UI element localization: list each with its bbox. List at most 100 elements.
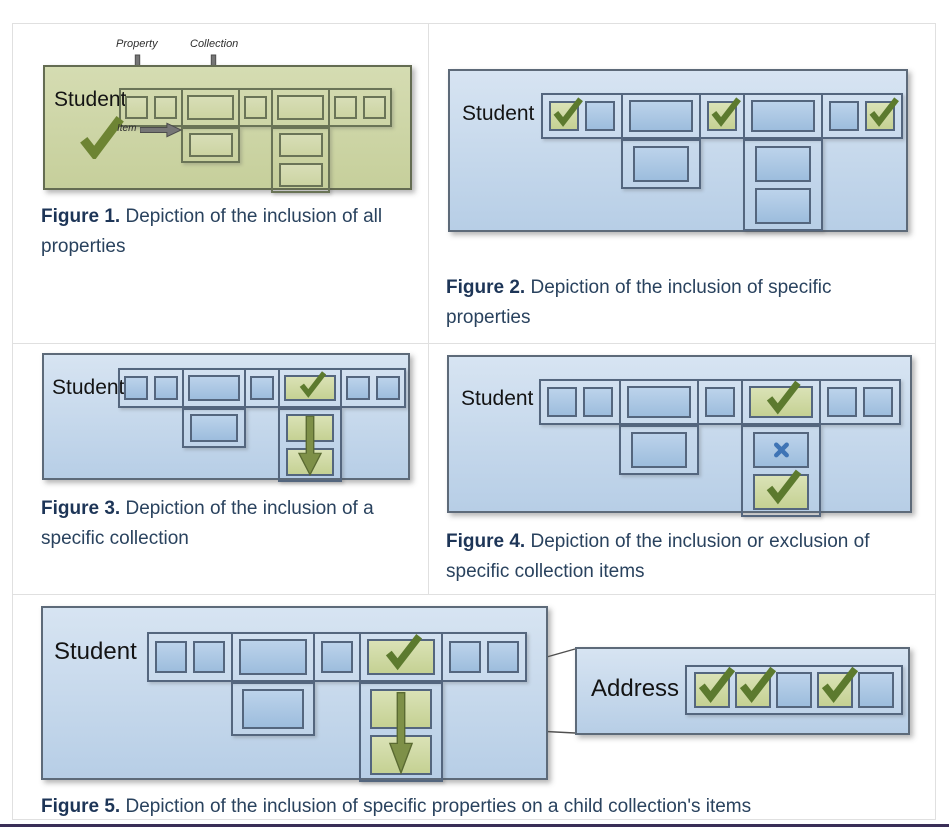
- x-icon: [773, 442, 789, 458]
- included-box: [707, 97, 741, 131]
- collection-box: [187, 95, 234, 120]
- figure-4-caption-text: Depiction of the inclusion or exclusion …: [446, 531, 870, 582]
- figure-5-caption: Figure 5. Depiction of the inclusion of …: [41, 792, 926, 822]
- property-strip: [541, 93, 903, 231]
- check-icon: [821, 666, 858, 704]
- included-box: [735, 666, 776, 708]
- property-box: [154, 96, 177, 119]
- strip-segment: [441, 634, 525, 680]
- property-strip: [539, 379, 901, 517]
- collection-box: [277, 95, 324, 120]
- figure-3-caption-text: Depiction of the inclusion of a specific…: [41, 498, 374, 549]
- property-box: [244, 96, 267, 119]
- check-icon: [739, 666, 776, 704]
- included-box: [694, 666, 735, 708]
- strip-segment: [359, 633, 443, 782]
- property-box: [321, 641, 353, 673]
- entity-name: Student: [52, 376, 125, 399]
- check-icon: [869, 97, 899, 127]
- strip-segment: [699, 95, 743, 137]
- figure-4-diagram: Student: [447, 355, 912, 517]
- property-box: [250, 376, 274, 400]
- figure-1-caption-text: Depiction of the inclusion of all proper…: [41, 206, 383, 257]
- strip-segment: [313, 634, 359, 680]
- strip-segment: [821, 95, 901, 137]
- included-box: [549, 97, 583, 131]
- check-icon: [711, 97, 741, 127]
- strip-segment: [741, 380, 821, 517]
- collection-items-frame: [619, 425, 699, 475]
- strip-segment: [543, 95, 621, 137]
- figure-2-diagram: Student: [448, 69, 908, 232]
- strip-segment: [819, 381, 899, 423]
- strip-segment: [619, 381, 699, 475]
- included-box: [749, 380, 813, 418]
- property-box: [190, 414, 238, 442]
- collection-items-frame: [181, 127, 240, 163]
- figure-3-caption: Figure 3. Depiction of the inclusion of …: [41, 494, 421, 554]
- collection-box: [627, 386, 691, 418]
- property-box: [155, 641, 187, 673]
- address-entity-box: Address: [575, 647, 910, 735]
- property-box: [547, 387, 577, 417]
- property-box: [633, 146, 689, 182]
- strip-segment: [340, 370, 404, 406]
- property-box: [585, 101, 615, 131]
- property-box: [776, 672, 812, 708]
- collection-items-frame: [182, 408, 246, 448]
- property-label: Property: [116, 38, 158, 50]
- table-row-divider: [13, 594, 935, 595]
- figure-1-diagram: Student Item: [43, 65, 412, 193]
- figure-4-caption: Figure 4. Depiction of the inclusion or …: [446, 527, 926, 587]
- property-box: [154, 376, 178, 400]
- property-box: [334, 96, 357, 119]
- check-icon: [553, 97, 583, 127]
- figure-1-caption: Figure 1. Depiction of the inclusion of …: [41, 202, 413, 262]
- collection-items-frame: [741, 425, 821, 517]
- collection-items-frame: [231, 682, 315, 736]
- entity-name: Student: [54, 638, 137, 665]
- property-box: [346, 376, 370, 400]
- property-strip: [147, 632, 527, 782]
- property-box: [705, 387, 735, 417]
- entity-name: Student: [54, 88, 127, 111]
- property-strip: [119, 88, 392, 193]
- included-box: [817, 666, 858, 708]
- strip-segment: [120, 370, 182, 406]
- property-box: [188, 133, 233, 157]
- strip-segment: [121, 90, 181, 125]
- property-box: [125, 96, 148, 119]
- figure-2-caption-text: Depiction of the inclusion of specific p…: [446, 277, 832, 328]
- collection-box: [239, 639, 307, 675]
- strip-segment: [328, 90, 390, 125]
- property-box: [755, 146, 811, 182]
- strip-segment: [231, 634, 315, 736]
- included-box: [367, 633, 435, 675]
- property-box: [376, 376, 400, 400]
- property-box: [487, 641, 519, 673]
- collection-items-frame: [743, 139, 823, 231]
- table-row-divider: [13, 343, 935, 344]
- entity-name: Student: [461, 387, 534, 410]
- strip-segment: [541, 381, 619, 423]
- property-box: [755, 188, 811, 224]
- check-icon: [299, 371, 326, 398]
- strip-segment: [621, 95, 701, 189]
- property-box: [858, 672, 894, 708]
- check-icon: [698, 666, 735, 704]
- included-box: [753, 470, 809, 510]
- strip-segment: [244, 370, 278, 406]
- collection-items-frame: [621, 139, 701, 189]
- included-box: [284, 371, 336, 401]
- check-icon: [767, 470, 802, 505]
- strip-segment: [149, 634, 231, 680]
- figure-2-caption: Figure 2. Depiction of the inclusion of …: [446, 273, 911, 333]
- strip-segment: [697, 381, 741, 423]
- property-box: [124, 376, 148, 400]
- figure-3-diagram: Student: [42, 353, 410, 482]
- figure-3-caption-label: Figure 3.: [41, 498, 121, 519]
- collection-box: [629, 100, 693, 132]
- collection-box: [751, 100, 815, 132]
- item-label: Item: [117, 123, 137, 134]
